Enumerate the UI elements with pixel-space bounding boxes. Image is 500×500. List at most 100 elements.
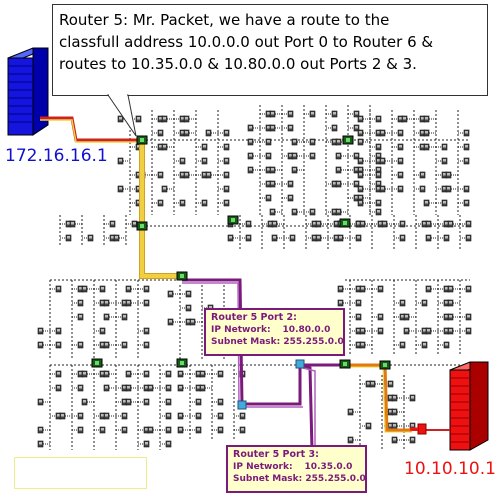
routers <box>91 135 391 370</box>
computer-icon <box>265 194 272 202</box>
source-host-label: 172.16.16.1 <box>5 146 108 166</box>
computer-icon <box>441 199 448 207</box>
computer-icon <box>443 234 450 242</box>
computer-icon <box>377 327 384 335</box>
computer-icon <box>223 171 230 179</box>
computer-icon <box>117 157 124 165</box>
computer-icon <box>419 185 426 193</box>
computer-icon <box>121 426 128 434</box>
computer-icon <box>357 199 364 207</box>
port2-hub-icon <box>237 400 247 410</box>
computer-icon <box>239 426 246 434</box>
computer-icon <box>189 318 196 326</box>
computer-icon <box>447 220 454 228</box>
port3-mask-label: Subnet Mask: <box>233 474 303 484</box>
computer-icon <box>217 370 224 378</box>
computer-icon <box>55 285 62 293</box>
computer-icon <box>331 110 338 118</box>
computer-icon <box>143 370 150 378</box>
computer-icon <box>183 115 190 123</box>
computer-icon <box>103 299 110 307</box>
computer-icon <box>353 152 360 160</box>
destination-host-label: 10.10.10.1 <box>404 459 496 479</box>
computer-icon <box>185 304 192 312</box>
router5-callout: Router 5: Mr. Packet, we have a route to… <box>52 4 488 96</box>
computer-icon <box>195 426 202 434</box>
computer-icon <box>425 285 432 293</box>
computer-icon <box>445 171 452 179</box>
computer-icon <box>177 426 184 434</box>
port2-network-row: IP Network:10.80.0.0 <box>211 324 338 336</box>
computer-icon <box>121 341 128 349</box>
computer-icon <box>357 138 364 146</box>
computer-icon <box>379 157 386 165</box>
computer-icon <box>201 157 208 165</box>
computer-icon <box>103 412 110 420</box>
empty-note-box <box>14 457 147 489</box>
computer-icon <box>359 327 366 335</box>
computer-icon <box>147 426 154 434</box>
computer-icon <box>183 171 190 179</box>
port2-network-value: 10.80.0.0 <box>282 325 331 335</box>
computer-icon <box>423 199 430 207</box>
computer-icon <box>161 143 168 151</box>
computer-icon <box>291 166 298 174</box>
computer-icon <box>397 143 404 151</box>
computer-icon <box>165 398 172 406</box>
computer-icon <box>217 426 224 434</box>
computer-icon <box>223 199 230 207</box>
computer-icon <box>337 285 344 293</box>
computer-icon <box>103 341 110 349</box>
computer-icon <box>421 341 428 349</box>
computer-icon <box>397 157 404 165</box>
computer-icon <box>117 185 124 193</box>
computer-icon <box>195 412 202 420</box>
computer-icon <box>199 384 206 392</box>
computer-icon <box>337 234 344 242</box>
packet-icon <box>410 423 427 435</box>
computer-icon <box>403 313 410 321</box>
computer-icon <box>445 185 452 193</box>
computer-icon <box>157 171 164 179</box>
computer-icon <box>99 327 106 335</box>
computer-icon <box>247 166 254 174</box>
computer-icon <box>143 285 150 293</box>
computer-icon <box>103 384 110 392</box>
computer-icon <box>443 341 450 349</box>
computer-icon <box>463 185 470 193</box>
callout-line: classfull address 10.0.0.0 out Port 0 to… <box>59 33 434 51</box>
computer-icon <box>391 422 398 430</box>
computer-icon <box>397 129 404 137</box>
computer-icon <box>165 370 172 378</box>
port3-info-box: Router 5 Port 3: IP Network:10.35.0.0 Su… <box>226 445 367 493</box>
computer-icon <box>65 234 72 242</box>
computer-icon <box>423 129 430 137</box>
computer-icon <box>335 180 342 188</box>
computer-icon <box>447 299 454 307</box>
computer-icon <box>131 220 138 228</box>
computer-icon <box>165 384 172 392</box>
computer-icon <box>391 394 398 402</box>
computer-icon <box>195 398 202 406</box>
computer-icon <box>291 208 298 216</box>
computer-icon <box>37 341 44 349</box>
computer-icon <box>419 171 426 179</box>
computer-icon <box>201 199 208 207</box>
router-led <box>346 138 350 142</box>
computer-icon <box>309 110 316 118</box>
computer-icon <box>465 313 472 321</box>
computer-icon <box>113 234 120 242</box>
computer-icon <box>81 398 88 406</box>
computer-icon <box>103 313 110 321</box>
computer-icon <box>217 398 224 406</box>
computer-icon <box>377 285 384 293</box>
router-led <box>343 362 347 366</box>
computer-icon <box>375 143 382 151</box>
computer-icon <box>55 384 62 392</box>
computer-icon <box>463 129 470 137</box>
computer-icon <box>391 436 398 444</box>
computer-icon <box>55 327 62 335</box>
computer-icon <box>223 129 230 137</box>
computer-icon <box>177 384 184 392</box>
computer-icon <box>179 199 186 207</box>
